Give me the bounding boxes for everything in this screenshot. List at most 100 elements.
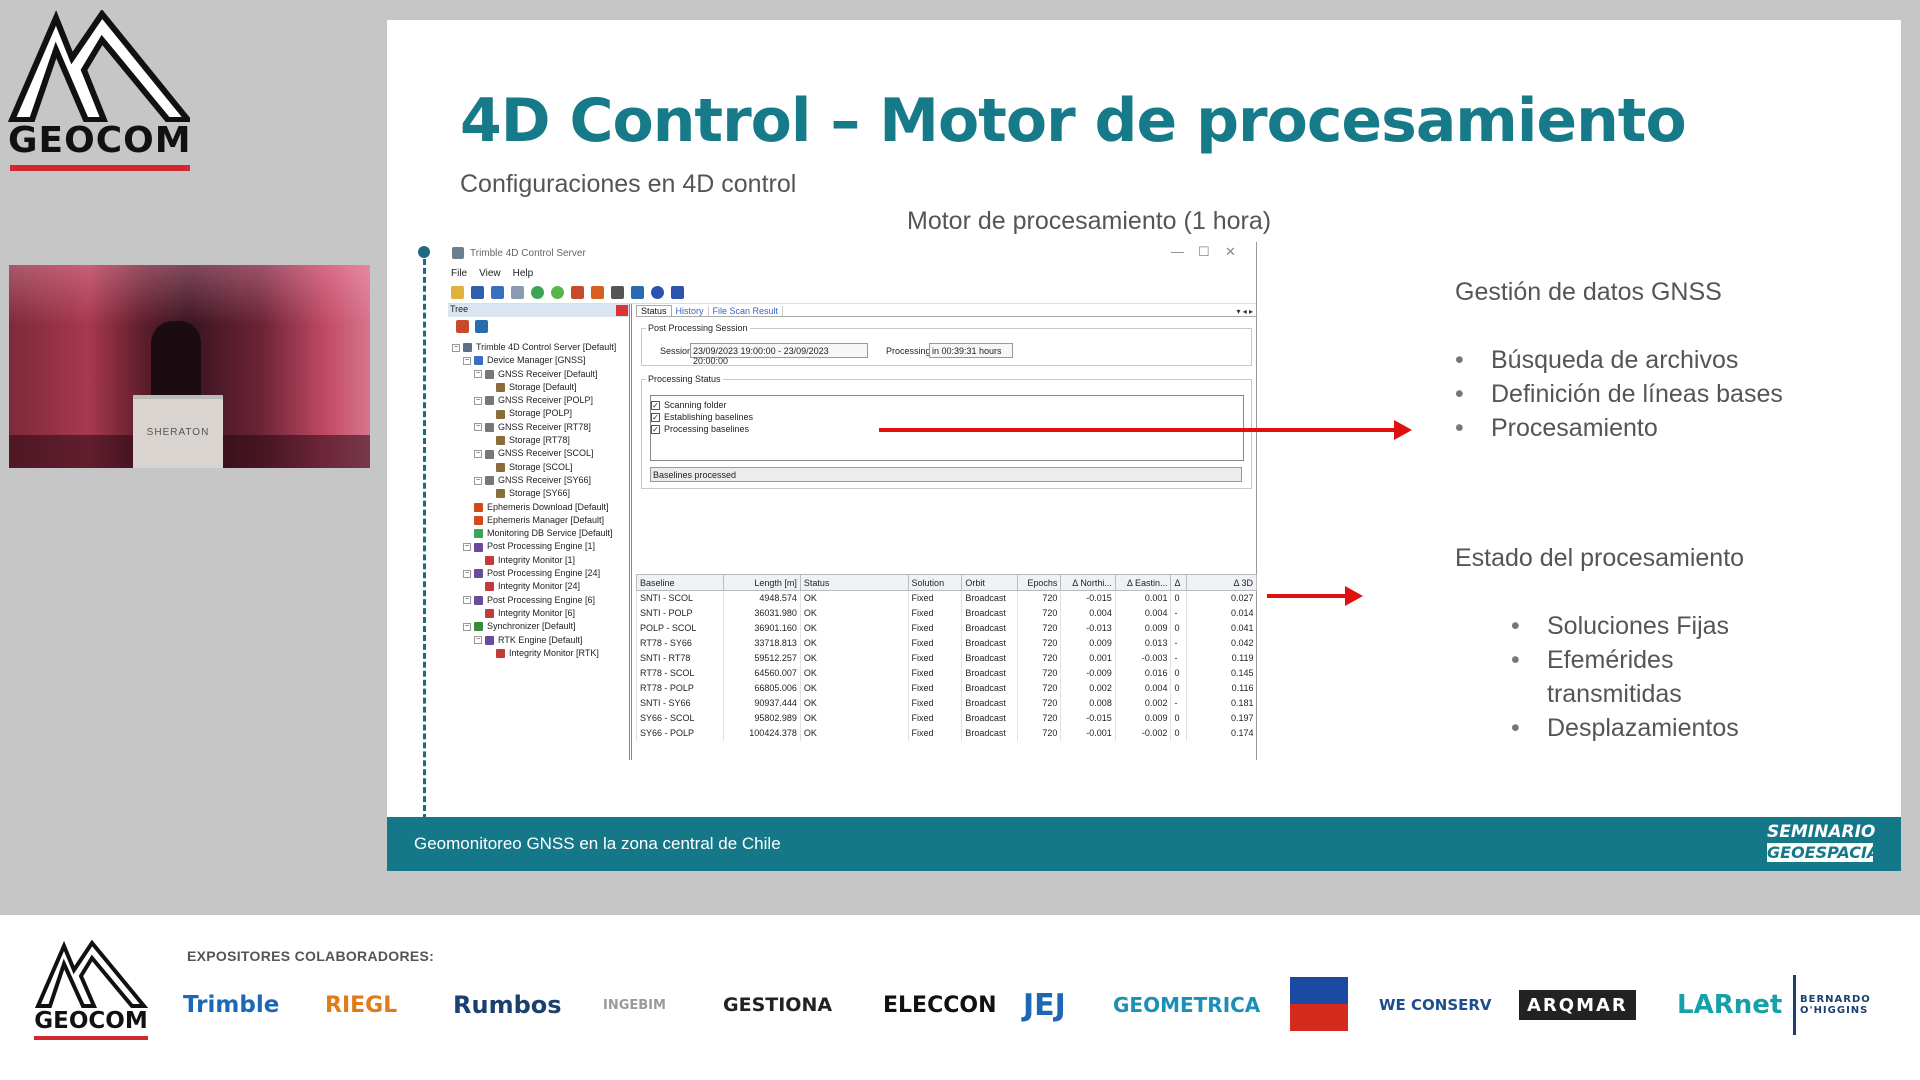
tree-icon[interactable] [456, 320, 469, 333]
collapse-icon[interactable]: − [474, 636, 482, 645]
maximize-icon[interactable]: ☐ [1198, 244, 1210, 259]
search-icon[interactable] [631, 286, 644, 299]
column-header[interactable]: Status [799, 574, 909, 591]
tree-node[interactable]: Integrity Monitor [RTK] [448, 647, 629, 660]
filter-icon[interactable] [671, 286, 684, 299]
collapse-icon[interactable]: − [474, 423, 482, 432]
tree-node-label: GNSS Receiver [Default] [498, 368, 598, 379]
tree-node[interactable]: −Post Processing Engine [24] [448, 567, 629, 580]
tree-node[interactable]: Storage [SCOL] [448, 461, 629, 474]
tree-node[interactable]: −Post Processing Engine [6] [448, 594, 629, 607]
column-header[interactable]: Solution [907, 574, 963, 591]
tree-node[interactable]: Ephemeris Manager [Default] [448, 514, 629, 527]
table-cell: OK [799, 620, 909, 636]
collapse-icon[interactable]: − [474, 476, 482, 485]
tree-node[interactable]: Monitoring DB Service [Default] [448, 527, 629, 540]
table-cell: 36901.160 [722, 620, 801, 636]
tree-icon[interactable] [571, 286, 584, 299]
tree-node[interactable]: −GNSS Receiver [SCOL] [448, 447, 629, 460]
collapse-icon[interactable]: − [463, 543, 471, 552]
collapse-icon[interactable]: − [463, 622, 471, 631]
table-cell: 0 [1170, 665, 1187, 681]
tree-node-label: Device Manager [GNSS] [487, 355, 586, 366]
antenna-icon [485, 369, 494, 379]
window-titlebar: Trimble 4D Control Server [448, 242, 1256, 264]
minimize-icon[interactable]: — [1171, 244, 1184, 259]
group-icon[interactable] [475, 320, 488, 333]
menu-view[interactable]: View [479, 267, 501, 279]
run-icon[interactable] [551, 286, 564, 299]
save-icon[interactable] [471, 286, 484, 299]
collapse-icon[interactable]: − [463, 596, 471, 605]
collapse-icon[interactable]: − [463, 356, 471, 365]
tree-node[interactable]: − GNSS Receiver [Default] [448, 368, 629, 381]
tree-node[interactable]: Storage [POLP] [448, 407, 629, 420]
collapse-icon[interactable]: − [474, 450, 482, 459]
new-window-icon[interactable] [511, 286, 524, 299]
session-field[interactable]: 23/09/2023 19:00:00 - 23/09/2023 20:00:0… [690, 343, 868, 366]
tree-node[interactable]: Storage [SY66] [448, 487, 629, 500]
column-header[interactable]: Baseline [636, 574, 724, 591]
geocom-logo-small: GEOCOM [34, 939, 149, 1040]
processing-field[interactable]: in 00:39:31 hours [929, 343, 1013, 358]
collapse-icon[interactable]: − [463, 569, 471, 578]
menu-help[interactable]: Help [512, 267, 534, 279]
collapse-icon[interactable]: − [474, 370, 482, 379]
save-all-icon[interactable] [491, 286, 504, 299]
server-icon[interactable] [611, 286, 624, 299]
help-icon[interactable] [651, 286, 664, 299]
tree-node[interactable]: −Synchronizer [Default] [448, 620, 629, 633]
collapse-icon[interactable]: − [452, 343, 460, 352]
table-cell: 90937.444 [722, 695, 801, 711]
close-panel-icon[interactable] [616, 305, 628, 316]
tree-node[interactable]: Ephemeris Download [Default] [448, 501, 629, 514]
tab-status[interactable]: Status [636, 305, 672, 316]
sponsor-logo: GEOMETRICA [1113, 993, 1261, 1017]
tree-node[interactable]: − GNSS Receiver [SY66] [448, 474, 629, 487]
tree-node[interactable]: Storage [RT78] [448, 434, 629, 447]
tree-node[interactable]: −RTK Engine [Default] [448, 634, 629, 647]
menu-file[interactable]: File [451, 267, 468, 279]
tab-file-scan-result[interactable]: File Scan Result [709, 306, 784, 316]
column-header[interactable]: Epochs [1017, 574, 1062, 591]
tree-node[interactable]: −GNSS Receiver [RT78] [448, 421, 629, 434]
tab-nav-arrows-icon[interactable]: ▾ ◂ ▸ [1236, 307, 1254, 316]
storage-icon [496, 462, 505, 472]
tree-node[interactable]: −Post Processing Engine [1] [448, 540, 629, 553]
start-icon[interactable] [531, 286, 544, 299]
table-cell: 4948.574 [722, 590, 801, 606]
column-header[interactable]: Δ [1170, 574, 1187, 591]
column-header[interactable]: Orbit [961, 574, 1019, 591]
tree-node-label: GNSS Receiver [SY66] [498, 474, 592, 485]
tree-node[interactable]: − Device Manager [GNSS] [448, 354, 629, 367]
table-cell: Broadcast [961, 590, 1018, 606]
table-cell: RT78 - POLP [636, 680, 724, 696]
tree-node[interactable]: Integrity Monitor [6] [448, 607, 629, 620]
tree-node[interactable]: Storage [Default] [448, 381, 629, 394]
column-header[interactable]: Length [m] [722, 574, 801, 591]
collapse-icon[interactable]: − [474, 396, 482, 405]
tree-node[interactable]: Integrity Monitor [24] [448, 580, 629, 593]
sponsor-logo: RIEGL [325, 992, 398, 1018]
list-item: Búsqueda de archivos [1455, 343, 1783, 377]
tree-node[interactable]: −GNSS Receiver [POLP] [448, 394, 629, 407]
close-icon[interactable]: ✕ [1225, 244, 1236, 259]
open-icon[interactable] [451, 286, 464, 299]
column-header[interactable]: Δ Eastin... [1114, 574, 1172, 591]
tab-history[interactable]: History [672, 306, 709, 316]
column-header[interactable]: Δ Northi... [1060, 574, 1116, 591]
tree-node[interactable]: −Trimble 4D Control Server [Default] [448, 341, 629, 354]
list-icon[interactable] [591, 286, 604, 299]
column-header[interactable]: Δ 3D [1185, 574, 1258, 591]
tree-node[interactable]: Integrity Monitor [1] [448, 554, 629, 567]
